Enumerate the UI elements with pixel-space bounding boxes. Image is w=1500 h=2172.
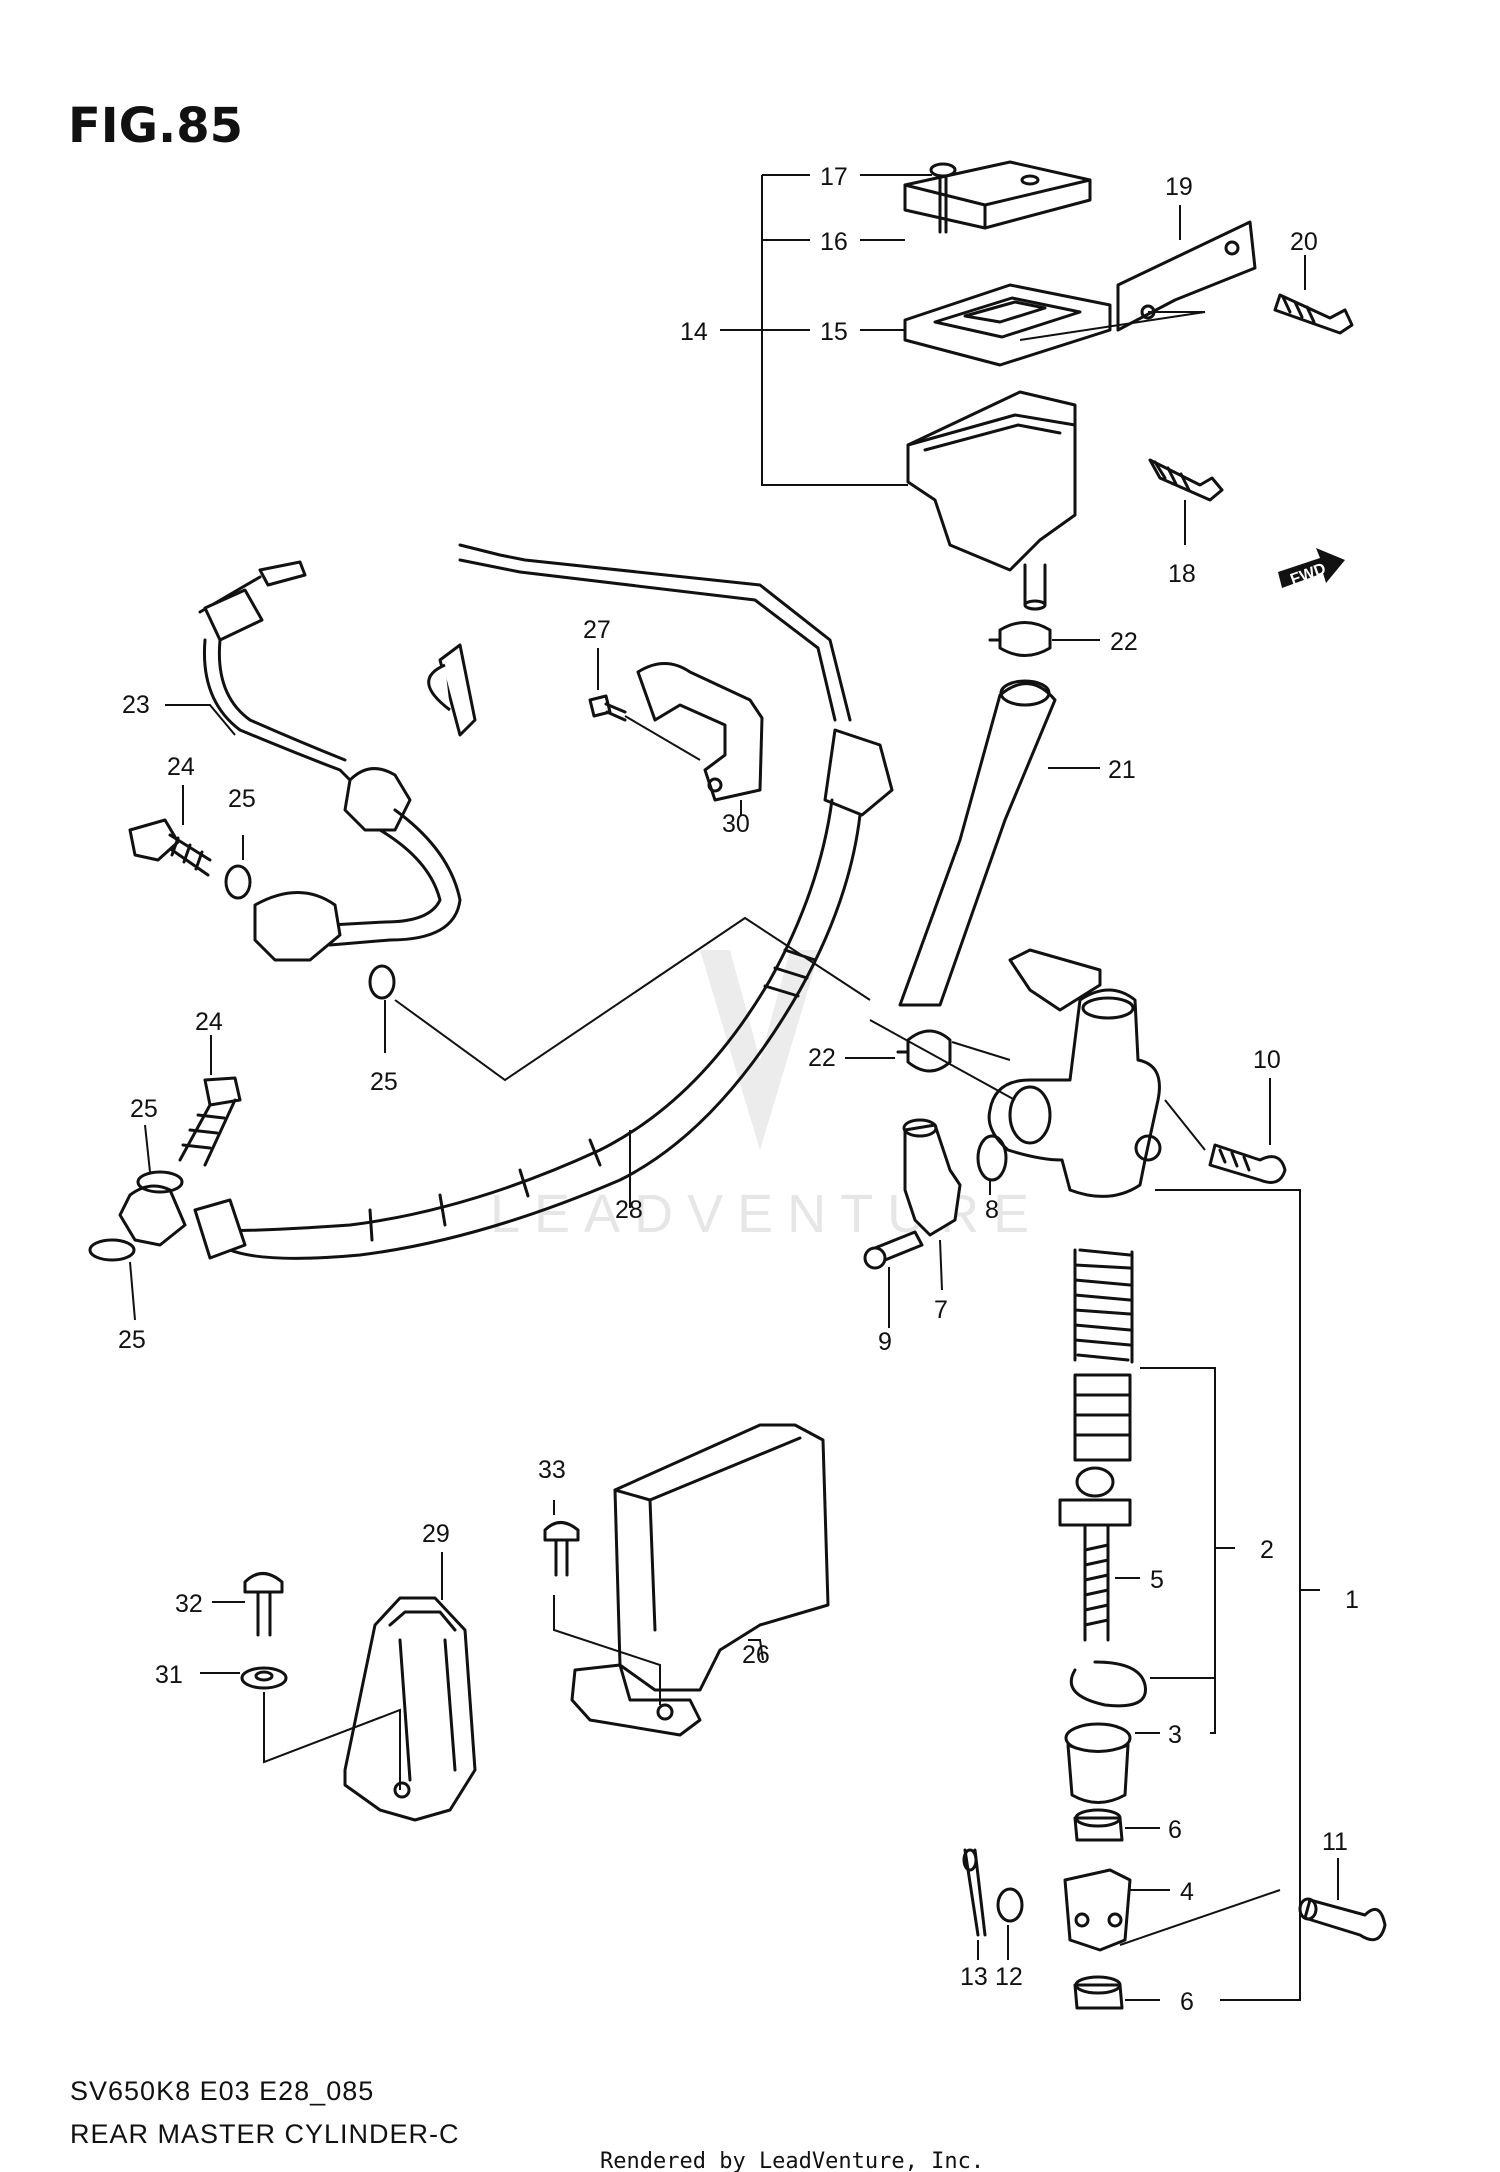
callout-9: 9: [878, 1328, 892, 1356]
reservoir-hose-21: [898, 679, 1057, 1007]
o-ring-8: [976, 1134, 1008, 1182]
screw-32: [243, 1572, 284, 1637]
washer-31: [240, 1666, 288, 1690]
washer-25-lower-2: [88, 1238, 136, 1262]
screw-17: [929, 162, 957, 234]
hose-fitting-7: [902, 1118, 962, 1237]
callout-20: 20: [1290, 228, 1318, 256]
callout-1: 1: [1345, 1586, 1359, 1614]
callout-24-upper: 24: [167, 753, 195, 781]
callout-labels: 1 2 3 4 5 6 6 7 8 9 10 11 12 13 14 15 16…: [118, 163, 1359, 2016]
callout-8: 8: [985, 1196, 999, 1224]
callout-7: 7: [934, 1296, 948, 1324]
return-spring: [1073, 1248, 1134, 1364]
callout-11: 11: [1322, 1828, 1348, 1856]
bolt-27: [588, 694, 627, 722]
bolt-18: [1148, 458, 1224, 502]
master-cylinder-body: [987, 948, 1162, 1198]
callout-4: 4: [1180, 1878, 1194, 1906]
hose-guide-30: [636, 662, 764, 802]
callout-18: 18: [1168, 560, 1196, 588]
callout-6-lower: 6: [1180, 1988, 1194, 2016]
screw-33: [543, 1521, 580, 1577]
callout-25-mid: 25: [370, 1068, 398, 1096]
callout-15: 15: [820, 318, 848, 346]
push-rod-5: [1058, 1466, 1132, 1642]
nut-6-upper: [1073, 1808, 1124, 1842]
figure-caption: REAR MASTER CYLINDER-C: [70, 2119, 460, 2149]
callout-25-lower-left: 25: [130, 1095, 158, 1123]
callout-13: 13: [960, 1963, 988, 1991]
fwd-label: FWD: [1288, 560, 1328, 588]
callout-22-upper: 22: [1110, 628, 1138, 656]
screw-10: [1208, 1143, 1287, 1184]
brake-hose-23: [198, 560, 462, 962]
hose-clamp-22-upper: [988, 621, 1052, 657]
callout-32: 32: [175, 1590, 203, 1618]
banjo-bolt-24-lower: [178, 1076, 242, 1167]
fwd-arrow-icon: FWD: [1278, 548, 1345, 589]
circlip: [1069, 1660, 1147, 1708]
bolt-20: [1273, 293, 1354, 335]
callout-24-lower: 24: [195, 1008, 223, 1036]
figure-title: FIG.85: [68, 98, 243, 154]
callout-19: 19: [1165, 173, 1193, 201]
callout-2: 2: [1260, 1536, 1274, 1564]
callout-29: 29: [422, 1520, 450, 1548]
callout-16: 16: [820, 228, 848, 256]
callout-21: 21: [1108, 756, 1136, 784]
callout-30: 30: [722, 810, 750, 838]
brake-hose-28: [118, 543, 894, 1260]
washer-25-mid: [368, 964, 396, 1000]
callout-31: 31: [155, 1661, 183, 1689]
bracket-19: [1116, 220, 1257, 332]
callout-26: 26: [742, 1641, 770, 1669]
banjo-bolt-24-upper: [128, 818, 212, 877]
callout-33: 33: [538, 1456, 566, 1484]
screw-9: [863, 1230, 924, 1270]
boot-3: [1064, 1722, 1132, 1804]
callout-25-upper: 25: [228, 785, 256, 813]
callout-25-bottom: 25: [118, 1326, 146, 1354]
callout-3: 3: [1168, 1721, 1182, 1749]
callout-22-lower: 22: [808, 1044, 836, 1072]
washer-12: [996, 1887, 1024, 1923]
washer-25-lower-1: [136, 1170, 184, 1194]
callout-5: 5: [1150, 1566, 1164, 1594]
diaphragm-15: [903, 283, 1112, 367]
reservoir-cap: [903, 160, 1092, 230]
callout-23: 23: [122, 691, 150, 719]
callout-27: 27: [583, 616, 611, 644]
callout-17: 17: [820, 163, 848, 191]
cotter-pin-13: [962, 1848, 987, 1937]
rendered-by: Rendered by LeadVenture, Inc.: [600, 2149, 984, 2172]
hose-clamp-22-lower: [896, 1029, 952, 1073]
washer-25-upper-left: [224, 864, 252, 900]
callout-14: 14: [680, 318, 708, 346]
reservoir-14: [906, 390, 1077, 611]
piston: [1073, 1373, 1132, 1462]
cover-26: [570, 1423, 830, 1737]
clevis-4: [1063, 1868, 1132, 1952]
pin-11: [1298, 1897, 1387, 1942]
model-code: SV650K8 E03 E28_085: [70, 2076, 374, 2106]
callout-6-upper: 6: [1168, 1816, 1182, 1844]
callout-12: 12: [995, 1963, 1023, 1991]
nut-6-lower: [1073, 1975, 1124, 2010]
cover-29: [343, 1596, 477, 1822]
callout-28: 28: [615, 1196, 643, 1224]
callout-10: 10: [1253, 1046, 1281, 1074]
